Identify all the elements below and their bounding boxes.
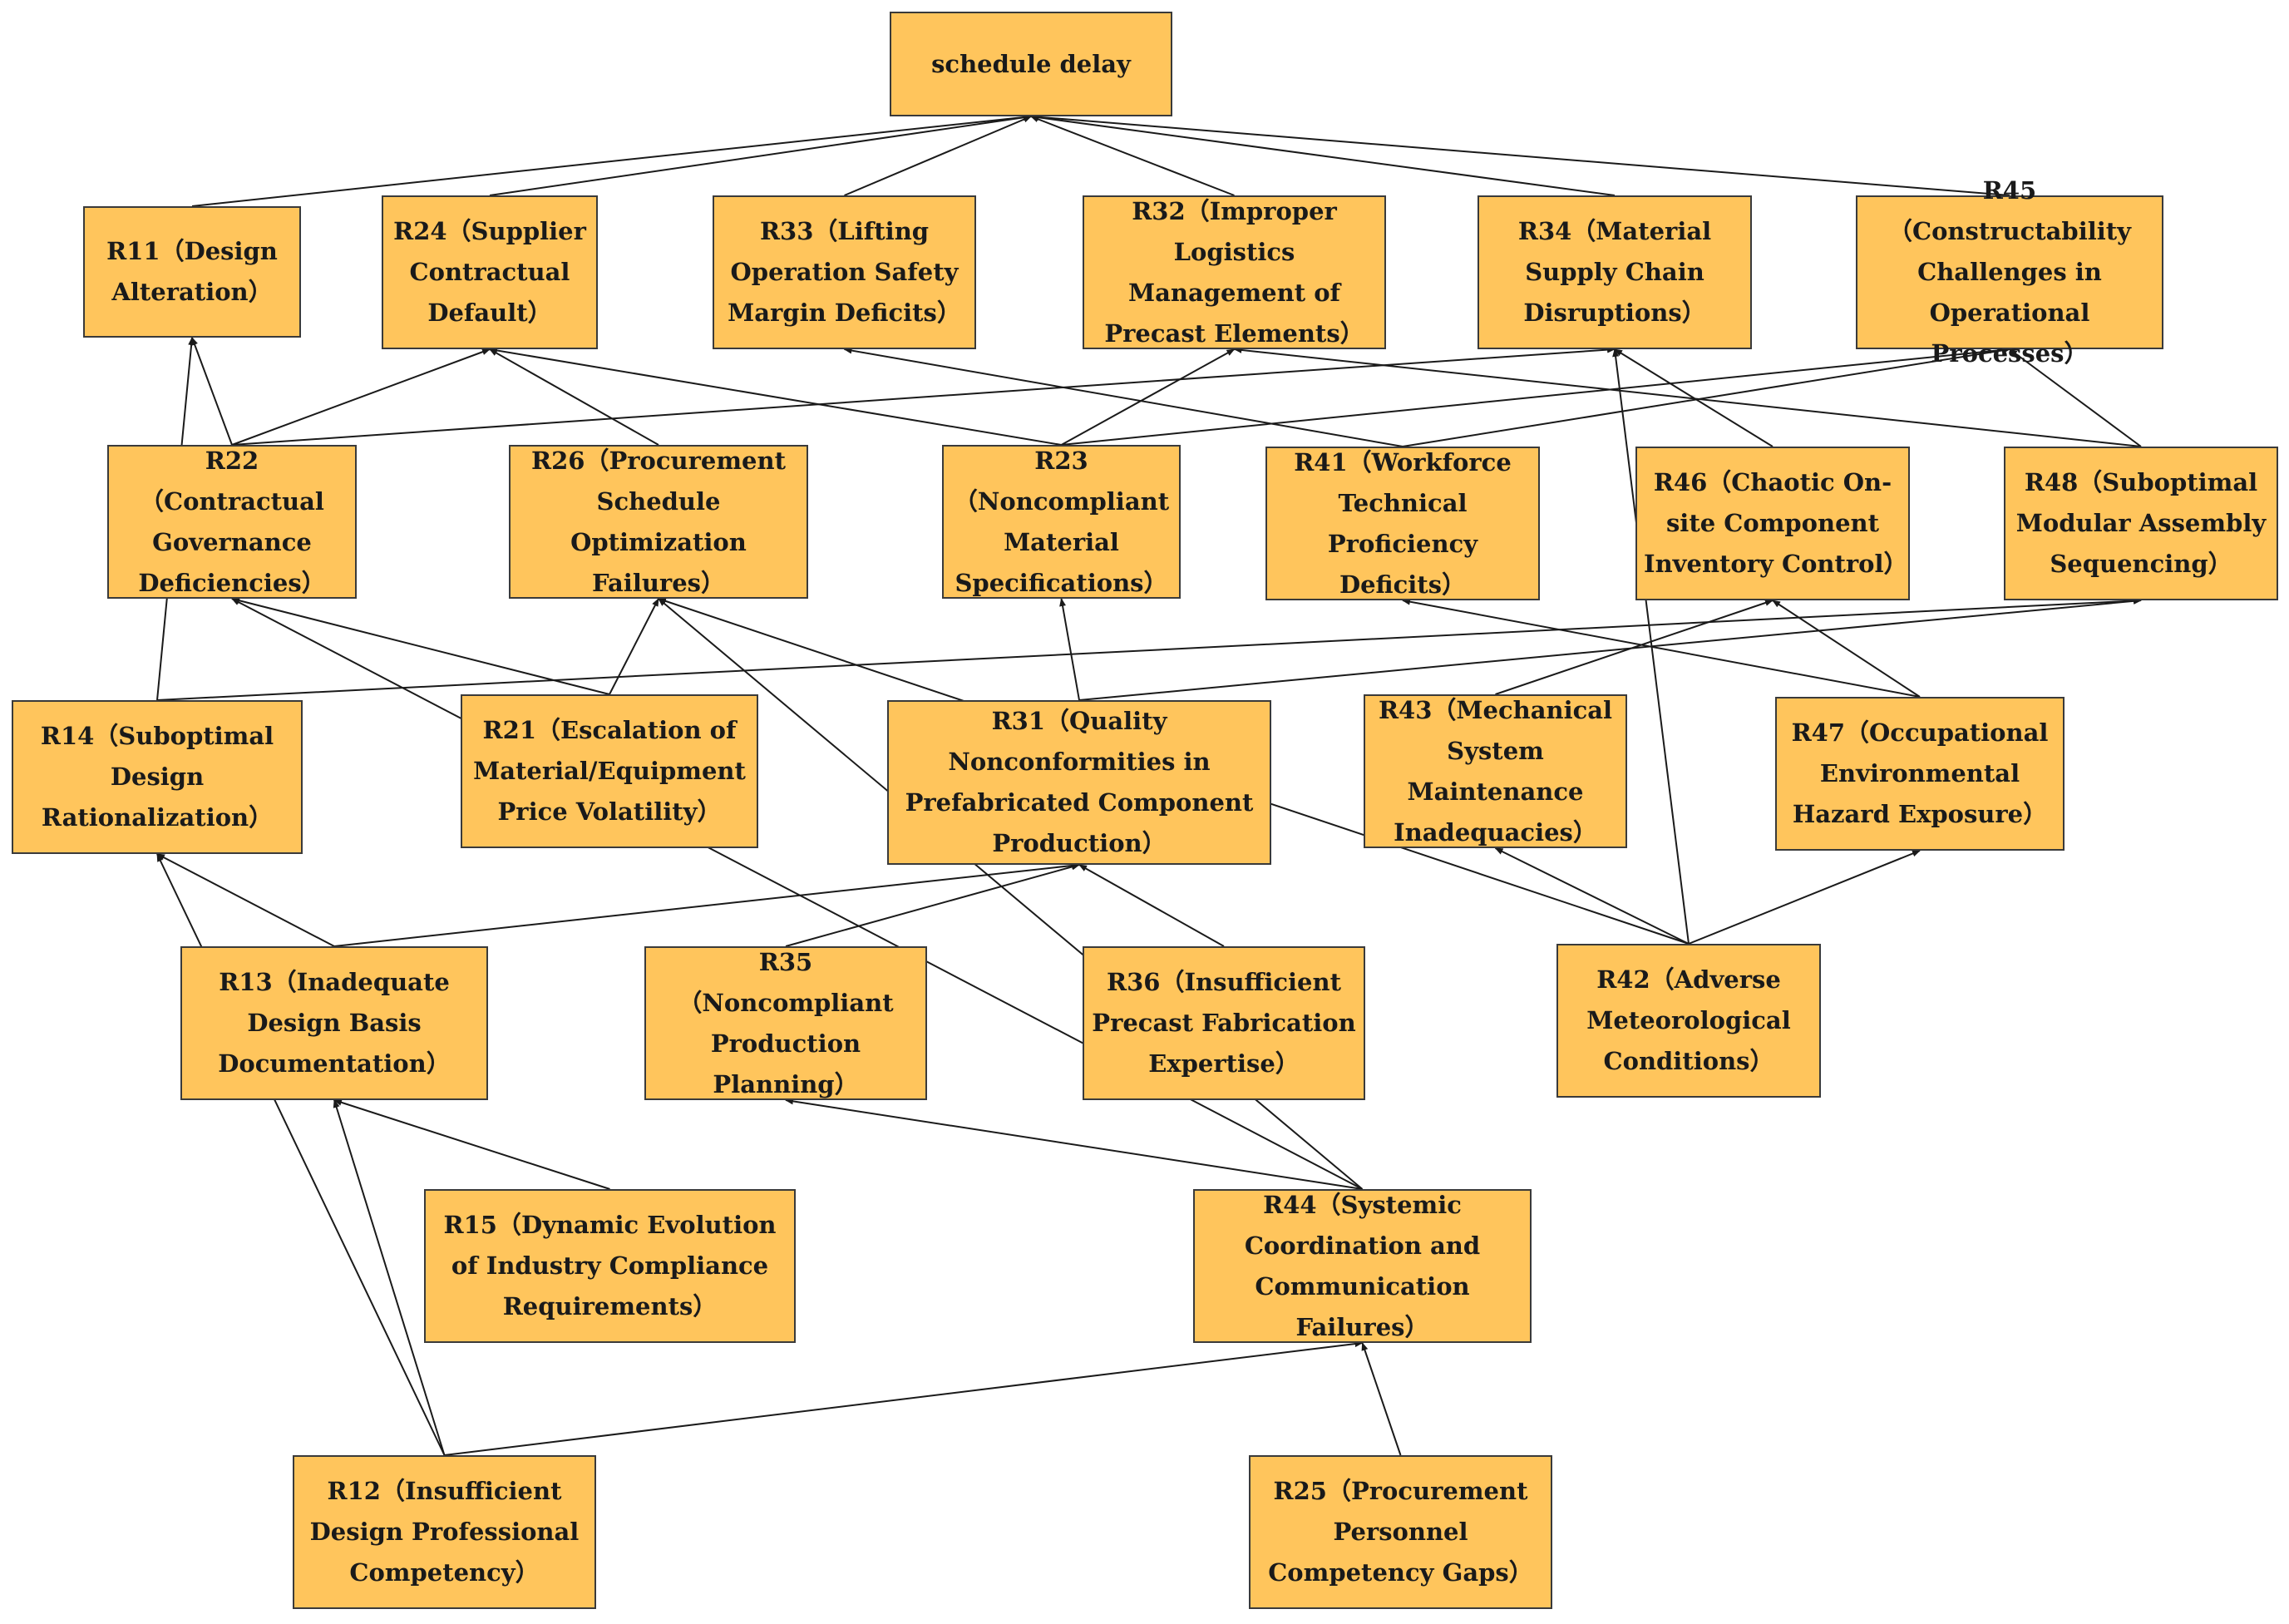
node-label: R24（Supplier Contractual Default） <box>393 217 586 327</box>
node-label: R31（Quality Nonconformities in Prefabric… <box>905 707 1254 857</box>
edge-r47-to-r41 <box>1402 598 1921 698</box>
node-r24: R24（Supplier Contractual Default） <box>382 195 598 349</box>
edge-r12-to-r44 <box>444 1340 1364 1456</box>
edge-r44-to-r35 <box>785 1098 1363 1190</box>
edge-r42-to-r34 <box>1612 348 1690 945</box>
node-r44: R44（Systemic Coordination and Communicat… <box>1193 1189 1532 1343</box>
node-r36: R36（Insufficient Precast Fabrication Exp… <box>1083 946 1365 1100</box>
node-label: R15（Dynamic Evolution of Industry Compli… <box>443 1211 777 1320</box>
node-r12: R12（Insufficient Design Professional Com… <box>293 1455 596 1609</box>
edge-r22-to-r34 <box>231 346 1616 446</box>
node-label: R21（Escalation of Material/Equipment Pri… <box>473 716 746 826</box>
node-label: R43（Mechanical System Maintenance Inadeq… <box>1378 695 1613 847</box>
node-r15: R15（Dynamic Evolution of Industry Compli… <box>424 1189 796 1343</box>
node-label: R36（Insufficient Precast Fabrication Exp… <box>1092 968 1356 1078</box>
edge-r23-to-r24 <box>489 347 1062 446</box>
edge-r31-to-r23 <box>1059 598 1080 701</box>
node-label: R44（Systemic Coordination and Communicat… <box>1244 1190 1481 1341</box>
node-label: R32（Improper Logistics Management of Pre… <box>1104 196 1364 348</box>
node-r26: R26（Procurement Schedule Optimization Fa… <box>509 445 808 599</box>
edge-r31-to-r48 <box>1078 597 2142 701</box>
edge-r36-to-r31 <box>1078 864 1225 947</box>
edge-r12-to-r14 <box>156 853 446 1456</box>
edge-r47-to-r46 <box>1772 600 1921 698</box>
node-label: R11（Design Alteration） <box>106 237 278 306</box>
node-r45: R45（Constructability Challenges in Opera… <box>1856 176 2163 368</box>
node-r25: R25（Procurement Personnel Competency Gap… <box>1249 1455 1552 1609</box>
node-label: R22（Contractual Governance Deficiencies） <box>138 446 326 597</box>
node-label: R23（Noncompliant Material Specifications… <box>953 446 1170 597</box>
node-r31: R31（Quality Nonconformities in Prefabric… <box>887 700 1271 865</box>
edge-r35-to-r31 <box>785 863 1080 947</box>
node-r21: R21（Escalation of Material/Equipment Pri… <box>461 694 758 848</box>
edge-r21-to-r26 <box>609 598 659 695</box>
node-r35: R35（Noncompliant Production Planning） <box>644 946 927 1100</box>
node-r32: R32（Improper Logistics Management of Pre… <box>1083 195 1386 349</box>
node-r47: R47（Occupational Environmental Hazard Ex… <box>1775 697 2065 851</box>
edge-r11-to-sd <box>191 113 1032 207</box>
node-label: R46（Chaotic On-site Component Inventory … <box>1644 468 1908 578</box>
node-r13: R13（Inadequate Design Basis Documentatio… <box>180 946 488 1100</box>
node-r42: R42（Adverse Meteorological Conditions） <box>1556 944 1821 1098</box>
node-label: R45（Constructability Challenges in Opera… <box>1887 176 2131 368</box>
node-r48: R48（Suboptimal Modular Assembly Sequenci… <box>2004 447 2278 600</box>
edge-r46-to-r34 <box>1614 348 1773 447</box>
edge-r21-to-r22 <box>231 597 610 695</box>
edge-r34-to-sd <box>1030 114 1616 196</box>
node-label: R41（Workforce Technical Proficiency Defi… <box>1294 447 1512 599</box>
node-label: R13（Inadequate Design Basis Documentatio… <box>218 968 451 1078</box>
edge-r22-to-r11 <box>191 337 233 446</box>
edge-r23-to-r32 <box>1061 348 1236 446</box>
edge-r15-to-r13 <box>333 1098 610 1190</box>
node-label: R47（Occupational Environmental Hazard Ex… <box>1791 718 2049 828</box>
edge-r13-to-r14 <box>156 853 335 947</box>
node-label: R12（Insufficient Design Professional Com… <box>309 1477 580 1587</box>
node-r22: R22（Contractual Governance Deficiencies） <box>107 445 357 599</box>
node-r33: R33（Lifting Operation Safety Margin Defi… <box>713 195 976 349</box>
edge-r25-to-r44 <box>1361 1342 1402 1456</box>
edge-r14-to-r48 <box>156 597 2142 701</box>
node-label: R35（Noncompliant Production Planning） <box>678 947 894 1098</box>
edge-r26-to-r24 <box>489 348 659 446</box>
edge-r33-to-sd <box>844 116 1032 196</box>
edge-r32-to-sd <box>1030 116 1235 196</box>
node-label: R14（Suboptimal Design Rationalization） <box>40 722 274 832</box>
node-r11: R11（Design Alteration） <box>83 206 301 338</box>
node-schedule-delay: schedule delay <box>890 12 1172 116</box>
edge-r22-to-r24 <box>231 348 491 446</box>
edge-r24-to-sd <box>489 114 1032 196</box>
node-label: R48（Suboptimal Modular Assembly Sequenci… <box>2015 468 2267 578</box>
node-label: R26（Procurement Schedule Optimization Fa… <box>531 446 786 597</box>
node-label: schedule delay <box>931 49 1131 78</box>
node-r43: R43（Mechanical System Maintenance Inadeq… <box>1364 694 1627 848</box>
node-label: R42（Adverse Meteorological Conditions） <box>1586 965 1791 1075</box>
node-r34: R34（Material Supply Chain Disruptions） <box>1477 195 1752 349</box>
node-label: R34（Material Supply Chain Disruptions） <box>1517 217 1712 327</box>
node-label: R33（Lifting Operation Safety Margin Defi… <box>728 217 961 327</box>
edge-r13-to-r31 <box>333 862 1080 947</box>
edge-r43-to-r46 <box>1495 600 1773 695</box>
node-r46: R46（Chaotic On-site Component Inventory … <box>1635 447 1910 600</box>
edge-r42-to-r47 <box>1688 850 1921 945</box>
node-r14: R14（Suboptimal Design Rationalization） <box>12 700 303 854</box>
node-r41: R41（Workforce Technical Proficiency Defi… <box>1265 447 1540 600</box>
edge-r41-to-r33 <box>843 347 1403 447</box>
node-r23: R23（Noncompliant Material Specifications… <box>942 445 1181 599</box>
edge-r42-to-r43 <box>1494 847 1690 945</box>
node-label: R25（Procurement Personnel Competency Gap… <box>1268 1477 1533 1587</box>
